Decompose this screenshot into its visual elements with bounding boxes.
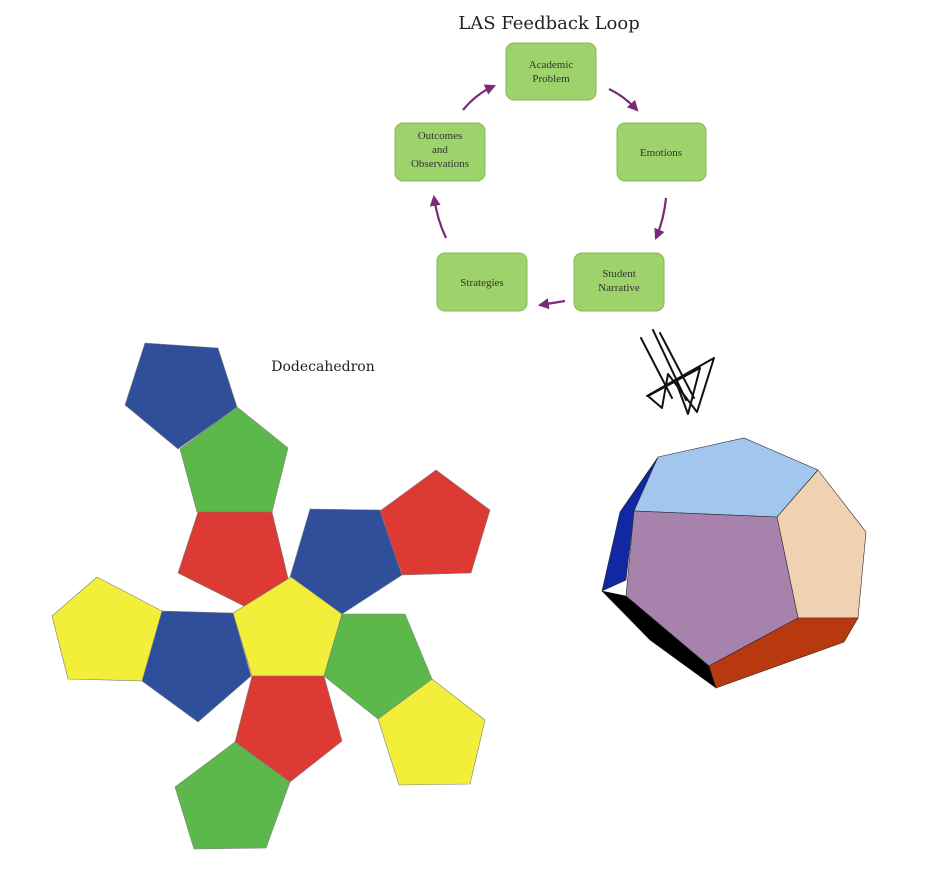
net-face-red-lower [234, 675, 343, 783]
node-academic-problem: Academic Problem [505, 42, 597, 101]
dodecahedron-title: Dodecahedron [271, 359, 375, 375]
node-student-narrative: Student Narrative [573, 252, 665, 312]
node-label: Problem [532, 73, 570, 85]
net-face-yellow-left [51, 576, 163, 682]
solid-face-bottom-left [601, 590, 717, 689]
arrow-emotions-to-narrative [654, 197, 668, 241]
net-face-blue-top [124, 342, 238, 450]
node-label: and [432, 144, 448, 156]
net-face-blue-center-top [289, 508, 403, 615]
scribble-mark [640, 329, 715, 415]
loop-arrows [429, 84, 668, 310]
node-label: Student [602, 268, 636, 280]
node-strategies: Strategies [436, 252, 528, 312]
node-label: Strategies [460, 277, 503, 289]
dodecahedron-solid [601, 437, 867, 689]
net-face-blue-left [141, 610, 252, 723]
arrow-problem-to-emotions [608, 88, 639, 112]
feedback-loop-diagram: LAS Feedback Loop Academic Problem Emoti… [394, 13, 707, 312]
node-label: Emotions [640, 147, 682, 159]
node-outcomes-observations: Outcomes and Observations [394, 122, 486, 182]
node-label: Narrative [598, 282, 640, 294]
net-face-green-bottom [174, 741, 291, 850]
arrow-narrative-to-strategies [537, 298, 566, 310]
feedback-loop-title: LAS Feedback Loop [458, 13, 639, 34]
node-label: Observations [411, 158, 469, 170]
arrow-strategies-to-outcomes [429, 194, 447, 239]
net-face-green-upper [179, 406, 289, 513]
net-face-red-far-right [379, 469, 491, 576]
node-label: Academic [529, 59, 574, 71]
net-face-yellow-right [377, 678, 486, 786]
node-emotions: Emotions [616, 122, 707, 182]
dodecahedron-net: Dodecahedron [51, 342, 491, 850]
arrow-outcomes-to-problem [462, 84, 497, 111]
node-label: Outcomes [418, 130, 463, 142]
